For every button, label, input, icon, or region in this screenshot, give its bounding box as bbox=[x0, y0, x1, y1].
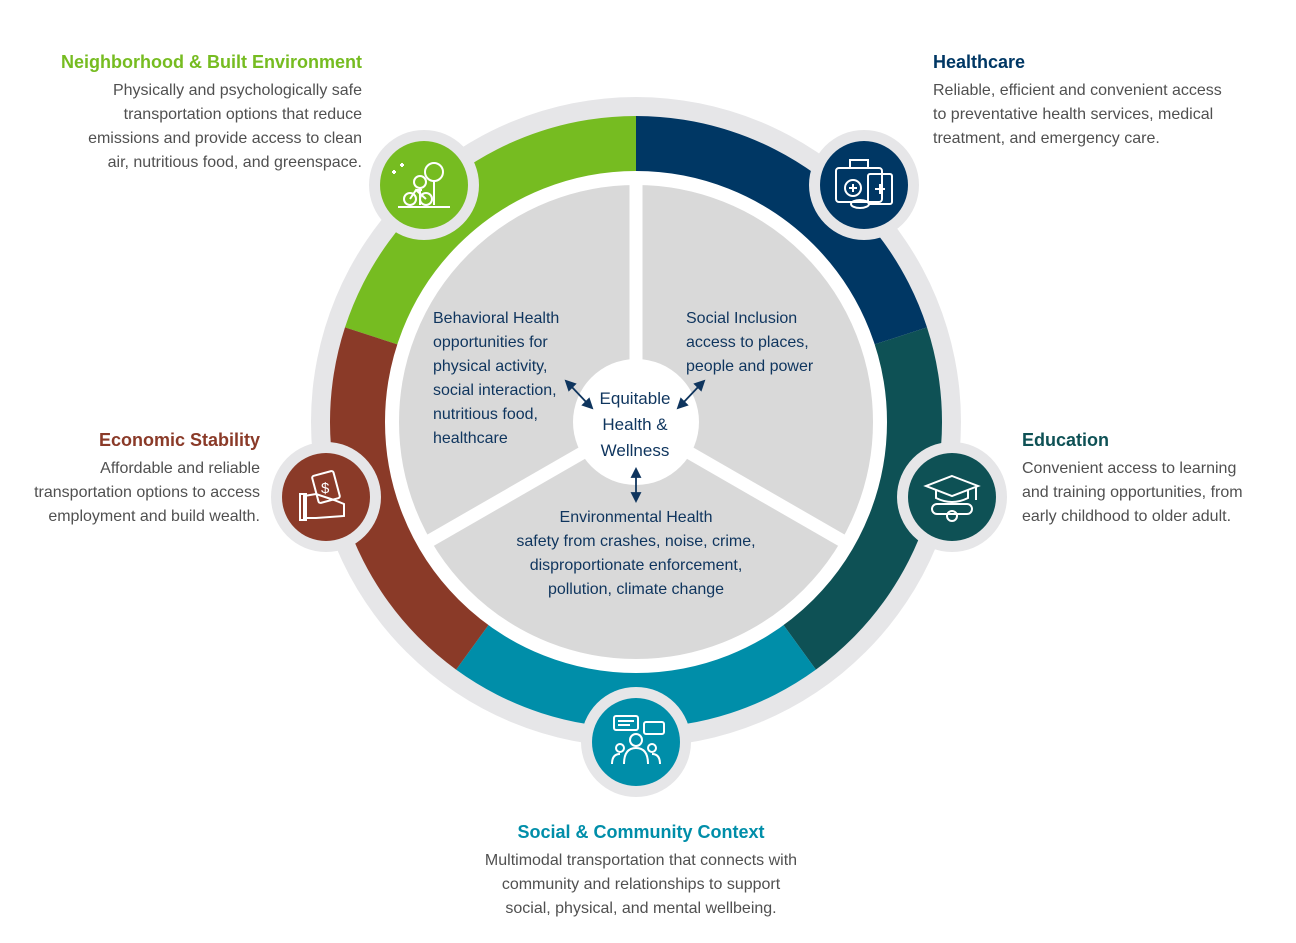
center-line: Wellness bbox=[600, 441, 670, 460]
behavioral-line: opportunities for bbox=[433, 334, 548, 351]
social-title: Social & Community Context bbox=[517, 822, 765, 842]
behavioral-line: social interaction, bbox=[433, 382, 557, 399]
svg-text:$: $ bbox=[321, 480, 330, 497]
desc-line: to preventative health services, medical bbox=[933, 106, 1214, 123]
center-circle bbox=[573, 359, 699, 485]
environmental-health-text: Environmental Health safety from crashes… bbox=[486, 506, 786, 602]
desc-line: emissions and provide access to clean bbox=[88, 130, 362, 147]
environmental-line: disproportionate enforcement, bbox=[529, 557, 743, 574]
neighborhood-section: Neighborhood & Built Environment Physica… bbox=[20, 52, 362, 175]
economic-title: Economic Stability bbox=[98, 430, 260, 450]
wedge-environmental bbox=[426, 422, 846, 664]
center-line: Health & bbox=[602, 415, 668, 434]
desc-line: and training opportunities, from bbox=[1022, 484, 1243, 501]
desc-line: Physically and psychologically safe bbox=[112, 82, 362, 99]
park-bicycle-icon bbox=[392, 162, 450, 208]
economic-desc: Affordable and reliable transportation o… bbox=[6, 457, 260, 529]
center-label: Equitable Health & Wellness bbox=[576, 386, 694, 464]
neighborhood-badge bbox=[369, 130, 479, 240]
desc-line: early childhood to older adult. bbox=[1022, 508, 1232, 525]
economic-section: Economic Stability Affordable and reliab… bbox=[6, 430, 260, 529]
desc-line: transportation options that reduce bbox=[123, 106, 362, 123]
segment-neighborhood bbox=[345, 116, 636, 348]
inclusion-line: access to places, bbox=[686, 334, 809, 351]
center-line: Equitable bbox=[599, 389, 671, 408]
environmental-title: Environmental Health bbox=[559, 509, 713, 526]
arrows bbox=[564, 379, 706, 504]
inclusion-title: Social Inclusion bbox=[686, 310, 798, 327]
education-desc: Convenient access to learning and traini… bbox=[1022, 457, 1290, 529]
behavioral-title: Behavioral Health bbox=[433, 310, 560, 327]
economic-badge: $ bbox=[271, 442, 381, 552]
environmental-line: safety from crashes, noise, crime, bbox=[516, 533, 756, 550]
desc-line: employment and build wealth. bbox=[48, 508, 260, 525]
social-desc: Multimodal transportation that connects … bbox=[436, 849, 846, 921]
desc-line: community and relationships to support bbox=[501, 876, 781, 893]
behavioral-line: physical activity, bbox=[433, 358, 548, 375]
desc-line: social, physical, and mental wellbeing. bbox=[505, 900, 777, 917]
education-badge bbox=[897, 442, 1007, 552]
inclusion-line: people and power bbox=[686, 358, 814, 375]
behavioral-health-text: Behavioral Health opportunities for phys… bbox=[433, 307, 583, 451]
desc-line: treatment, and emergency care. bbox=[933, 130, 1160, 147]
graduation-cap-icon bbox=[923, 474, 981, 522]
healthcare-title: Healthcare bbox=[933, 52, 1026, 72]
social-badge bbox=[581, 687, 691, 797]
behavioral-line: healthcare bbox=[433, 430, 508, 447]
medical-kit-icon bbox=[835, 159, 893, 209]
education-section: Education Convenient access to learning … bbox=[1022, 430, 1290, 529]
education-title: Education bbox=[1022, 430, 1110, 450]
hand-money-icon: $ bbox=[299, 470, 345, 521]
segment-healthcare bbox=[636, 116, 927, 348]
healthcare-desc: Reliable, efficient and convenient acces… bbox=[933, 79, 1283, 151]
desc-line: Affordable and reliable bbox=[100, 460, 260, 477]
neighborhood-title: Neighborhood & Built Environment bbox=[61, 52, 362, 72]
desc-line: Reliable, efficient and convenient acces… bbox=[933, 82, 1222, 99]
environmental-line: pollution, climate change bbox=[547, 581, 725, 598]
social-section: Social & Community Context Multimodal tr… bbox=[436, 822, 846, 921]
healthcare-section: Healthcare Reliable, efficient and conve… bbox=[933, 52, 1283, 151]
inner-rim bbox=[385, 171, 887, 673]
desc-line: transportation options to access bbox=[34, 484, 260, 501]
healthcare-badge bbox=[809, 130, 919, 240]
arrow-behavioral bbox=[569, 384, 589, 405]
desc-line: Multimodal transportation that connects … bbox=[484, 852, 798, 869]
desc-line: Convenient access to learning bbox=[1022, 460, 1237, 477]
arrow-inclusion bbox=[681, 384, 701, 405]
neighborhood-desc: Physically and psychologically safe tran… bbox=[20, 79, 362, 175]
desc-line: air, nutritious food, and greenspace. bbox=[107, 154, 362, 171]
social-inclusion-text: Social Inclusion access to places, peopl… bbox=[686, 307, 836, 379]
community-chat-icon bbox=[611, 715, 665, 765]
behavioral-line: nutritious food, bbox=[433, 406, 538, 423]
